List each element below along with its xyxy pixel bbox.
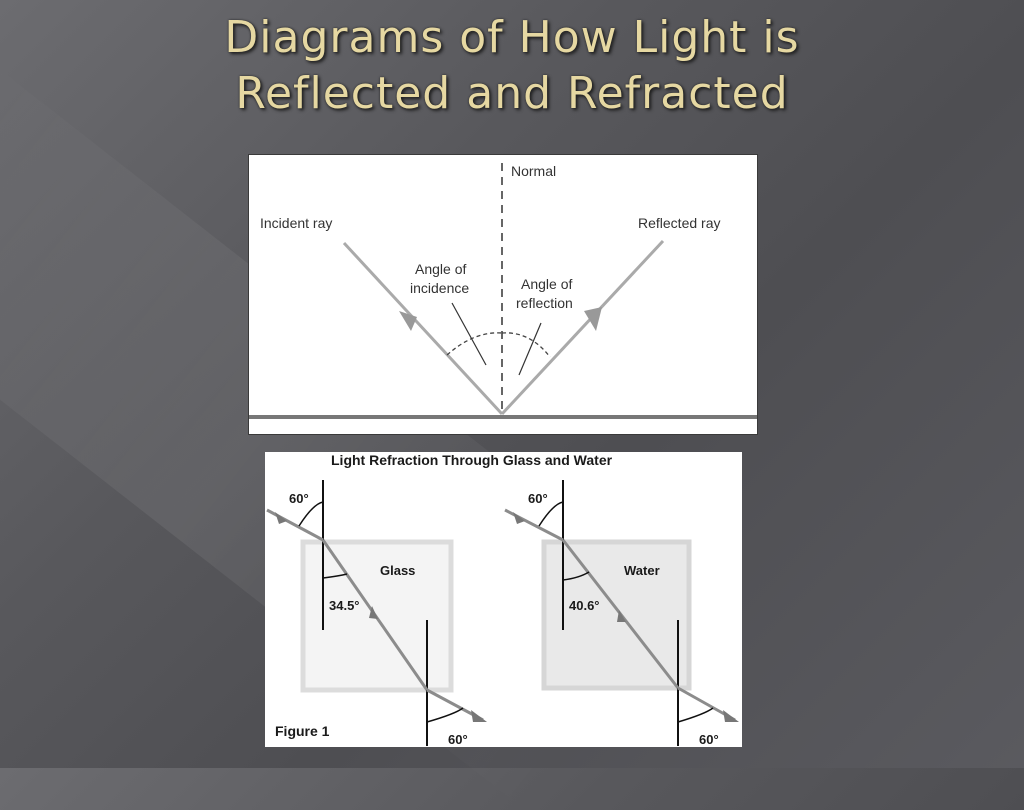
glass-incident-arrow (275, 512, 287, 524)
incident-ray (342, 241, 504, 416)
reflected-ray (500, 239, 665, 416)
water-incident-ray (504, 508, 564, 542)
glass-material-label: Glass (380, 563, 415, 578)
slide-title-line-1: Diagrams of How Light is (224, 12, 800, 63)
incidence-pointer (451, 302, 487, 366)
reflected-ray-label: Reflected ray (638, 215, 720, 231)
reflection-label-line-2: reflection (516, 295, 573, 311)
incident-ray-label: Incident ray (260, 215, 332, 231)
refraction-diagram-svg: Light Refraction Through Glass and Water… (266, 452, 739, 747)
water-refracted-arrow (617, 610, 626, 622)
glass-refracted-angle-arc (322, 573, 348, 579)
glass-refracted-angle: 34.5° (329, 598, 360, 613)
reflection-arc (501, 332, 551, 358)
incidence-label-line-2: incidence (410, 280, 469, 296)
reflection-diagram: Normal Incident ray Reflected ray Angle … (248, 154, 758, 435)
water-entry-angle-arc (538, 501, 564, 527)
normal-label: Normal (511, 163, 556, 179)
reflection-label-line-1: Angle of (521, 276, 572, 292)
reflected-arrow (584, 307, 602, 331)
water-exit-angle-arc (677, 707, 714, 723)
reflection-diagram-svg: Normal Incident ray Reflected ray Angle … (249, 163, 757, 419)
glass-exit-angle-arc (426, 707, 464, 723)
incidence-arc (446, 332, 503, 356)
water-incident-arrow (513, 512, 525, 524)
reflection-pointer (518, 322, 542, 376)
slide-title-line-2: Reflected and Refracted (235, 68, 789, 119)
glass-refracted-arrow (369, 606, 378, 619)
water-refracted-angle: 40.6° (569, 598, 600, 613)
glass-entry-angle: 60° (289, 491, 309, 506)
water-block (541, 539, 692, 691)
glass-incident-ray (266, 508, 324, 542)
figure-label: Figure 1 (275, 723, 330, 739)
water-entry-angle: 60° (528, 491, 548, 506)
slide-title: Diagrams of How Light is Reflected and R… (0, 10, 1024, 122)
water-refracted-angle-arc (562, 571, 590, 581)
refraction-diagram: Light Refraction Through Glass and Water… (265, 452, 742, 747)
glass-figure: 60° Glass 34.5° 60° (266, 480, 487, 747)
water-figure: 60° Water 40.6° 60° (504, 480, 739, 747)
glass-exit-arrow (471, 710, 487, 722)
glass-entry-angle-arc (298, 501, 324, 527)
incident-arrow (399, 311, 417, 331)
refraction-title: Light Refraction Through Glass and Water (331, 452, 613, 468)
glass-exit-angle: 60° (448, 732, 468, 747)
water-exit-angle: 60° (699, 732, 719, 747)
water-exit-arrow (723, 710, 739, 722)
incidence-label-line-1: Angle of (415, 261, 466, 277)
water-material-label: Water (624, 563, 660, 578)
